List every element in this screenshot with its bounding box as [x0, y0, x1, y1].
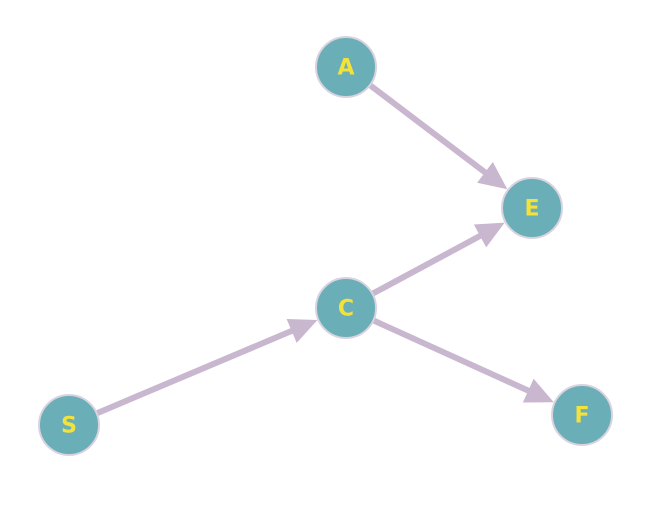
- arrowhead-icon: [477, 161, 508, 190]
- edge-line: [369, 231, 486, 297]
- arrowhead-icon: [522, 378, 554, 403]
- node-label: E: [524, 197, 539, 222]
- edge-c-to-e: [369, 222, 505, 297]
- node-circle: [315, 277, 377, 339]
- edge-line: [93, 326, 298, 417]
- arrowhead-icon: [286, 318, 318, 343]
- edge-a-to-e: [366, 82, 508, 190]
- node-label: F: [574, 404, 589, 429]
- node-label: C: [338, 297, 354, 322]
- edge-line: [366, 82, 491, 178]
- edge-s-to-c: [93, 318, 318, 417]
- node-circle: [501, 177, 563, 239]
- nodes-layer: A E C S F: [38, 36, 613, 456]
- node-label: A: [337, 56, 354, 81]
- node-circle: [38, 394, 100, 456]
- edge-c-to-f: [370, 317, 554, 403]
- node-label: S: [61, 414, 77, 439]
- node-c: C: [315, 277, 377, 339]
- edge-line: [370, 317, 534, 395]
- edges-layer: [93, 82, 554, 417]
- node-circle: [551, 384, 613, 446]
- node-f: F: [551, 384, 613, 446]
- arrowhead-icon: [473, 222, 505, 248]
- node-e: E: [501, 177, 563, 239]
- node-circle: [315, 36, 377, 98]
- node-a: A: [315, 36, 377, 98]
- node-s: S: [38, 394, 100, 456]
